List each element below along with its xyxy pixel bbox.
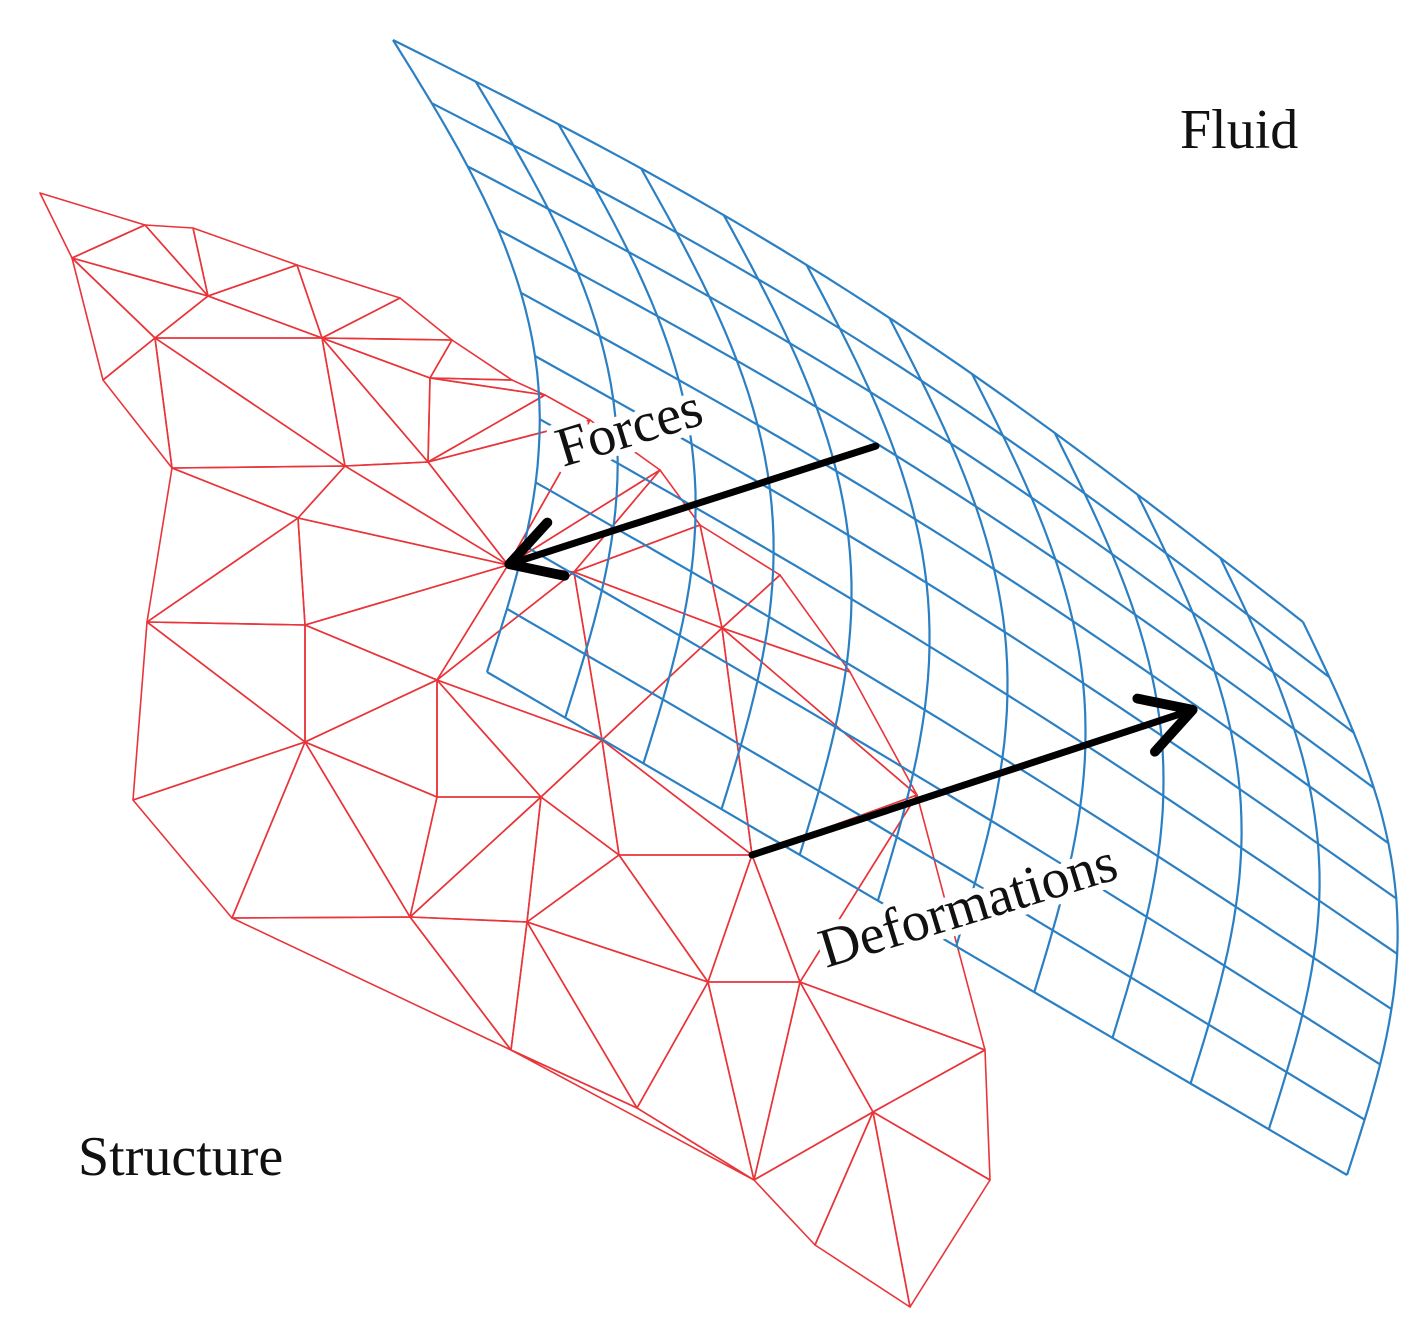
structure-triangle [304, 741, 438, 918]
fluid-grid-line [486, 671, 1348, 1176]
structure-triangle [753, 1111, 874, 1246]
structure-triangle [192, 227, 298, 297]
structure-triangle [146, 517, 306, 626]
structure-triangle [71, 257, 156, 381]
structure-triangle [429, 339, 513, 381]
structure-triangle [707, 981, 801, 1181]
fluid-grid-line [534, 355, 1397, 900]
structure-triangle [436, 571, 603, 741]
structure-triangle [872, 1049, 991, 1181]
structure-triangle [427, 377, 546, 463]
structure-triangle [321, 297, 453, 341]
structure-triangle [814, 1111, 911, 1308]
structure-mesh [39, 192, 991, 1308]
structure-triangle [799, 981, 986, 1113]
structure-triangle [601, 627, 753, 856]
structure-triangle [636, 981, 755, 1181]
forces-label: Forces [549, 376, 710, 479]
structure-triangle [297, 517, 509, 626]
fluid-grid-line [474, 81, 619, 719]
structure-triangle [304, 624, 438, 743]
structure-triangle [321, 337, 453, 379]
structure-triangle [132, 741, 306, 919]
structure-triangle [132, 621, 306, 801]
structure-triangle [872, 1111, 991, 1308]
structure-triangle [154, 295, 323, 339]
structure-triangle [601, 739, 753, 856]
structure-triangle [510, 1049, 755, 1181]
deformations-label: Deformations [812, 831, 1125, 980]
structure-triangle [71, 257, 209, 339]
structure-triangle [154, 337, 346, 467]
structure-triangle [526, 921, 709, 1109]
structure-triangle [721, 574, 851, 673]
fluid-grid-line [539, 418, 1398, 955]
structure-triangle [296, 264, 401, 339]
structure-triangle [526, 854, 709, 983]
structure-triangle [146, 467, 299, 623]
structure-triangle [526, 796, 620, 923]
structure-triangle [436, 564, 575, 681]
fluid-grid-line [535, 481, 1393, 1011]
structure-triangle [436, 679, 603, 798]
fluid-grid-line [497, 228, 1375, 789]
structure-triangle [304, 679, 438, 798]
fluid-grid-line [520, 291, 1390, 845]
structure-label: Structure [78, 1126, 283, 1188]
structure-triangle [71, 224, 209, 297]
fluid-mesh [392, 39, 1399, 1176]
structure-triangle [409, 796, 542, 923]
fluid-grid-line [523, 544, 1381, 1066]
structure-triangle [510, 921, 638, 1109]
fluid-label: Fluid [1180, 99, 1298, 161]
structure-triangle [540, 739, 620, 856]
structure-triangle [573, 571, 723, 741]
fluid-grid-line [506, 607, 1366, 1121]
structure-triangle [304, 564, 509, 681]
structure-triangle [231, 916, 512, 1051]
structure-triangle [102, 337, 173, 469]
fluid-grid-line [392, 39, 1304, 623]
forces-arrow [504, 442, 880, 581]
structure-triangle [618, 854, 753, 983]
structure-triangle [171, 465, 346, 519]
fluid-grid-line [431, 102, 1331, 679]
fluid-grid-line [467, 165, 1355, 734]
deformations-arrow [748, 693, 1198, 859]
structure-triangle [436, 679, 542, 798]
structure-triangle [707, 854, 801, 983]
structure-triangle [297, 465, 509, 566]
